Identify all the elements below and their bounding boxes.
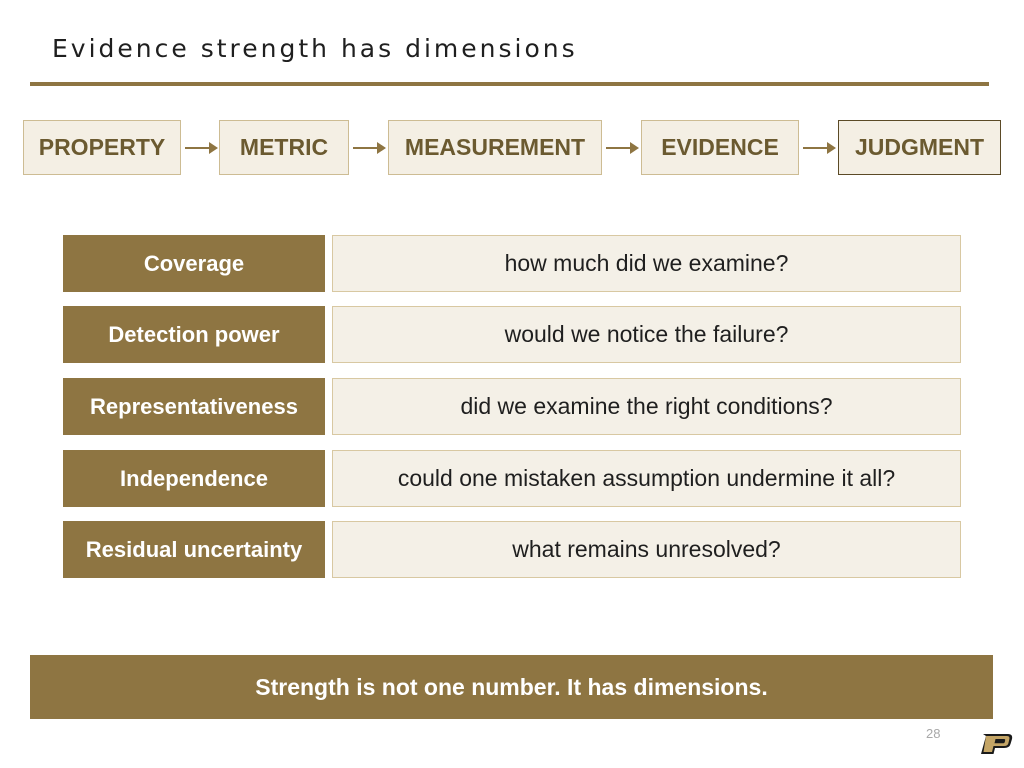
dimension-label-representativeness: Representativeness: [63, 378, 325, 435]
slide-title: Evidence strength has dimensions: [52, 34, 578, 63]
dimension-label-coverage: Coverage: [63, 235, 325, 292]
right-arrow-icon: [185, 142, 218, 154]
flow-step-evidence: EVIDENCE: [641, 120, 799, 175]
dimension-label-detection-power: Detection power: [63, 306, 325, 363]
flow-step-measurement: MEASUREMENT: [388, 120, 602, 175]
flow-step-metric: METRIC: [219, 120, 349, 175]
dimension-question-coverage: how much did we examine?: [332, 235, 961, 292]
right-arrow-icon: [353, 142, 386, 154]
dimension-label-independence: Independence: [63, 450, 325, 507]
summary-banner: Strength is not one number. It has dimen…: [30, 655, 993, 719]
flow-step-property: PROPERTY: [23, 120, 181, 175]
right-arrow-icon: [606, 142, 639, 154]
flow-step-judgment: JUDGMENT: [838, 120, 1001, 175]
dimension-question-residual-uncertainty: what remains unresolved?: [332, 521, 961, 578]
dimension-question-representativeness: did we examine the right conditions?: [332, 378, 961, 435]
dimension-question-independence: could one mistaken assumption undermine …: [332, 450, 961, 507]
page-number: 28: [926, 726, 941, 741]
dimension-question-detection-power: would we notice the failure?: [332, 306, 961, 363]
title-underline: [30, 82, 989, 86]
purdue-p-logo: [981, 734, 1013, 754]
right-arrow-icon: [803, 142, 836, 154]
dimension-label-residual-uncertainty: Residual uncertainty: [63, 521, 325, 578]
